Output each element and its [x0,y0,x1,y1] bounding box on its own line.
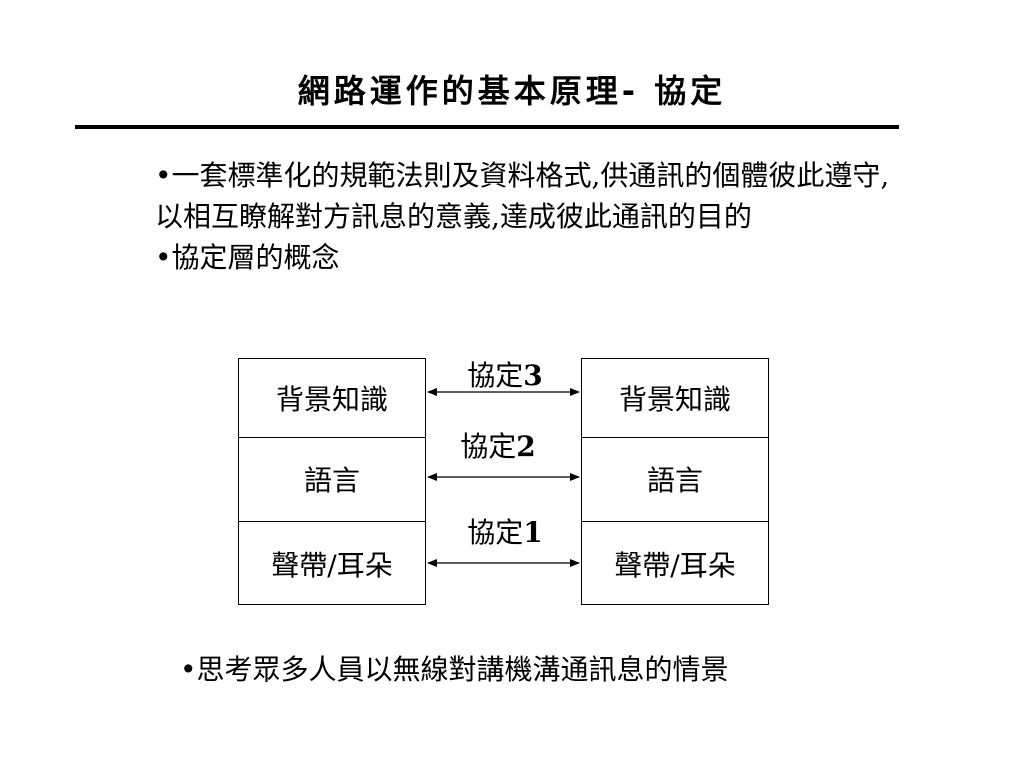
left-party-stack: 背景知識 語言 聲帶/耳朵 [238,358,426,605]
layer-cell: 語言 [582,437,768,522]
protocol-label-prefix: 協定 [460,430,517,463]
layer-cell: 背景知識 [582,359,768,438]
bullet-item: •一套標準化的規範法則及資料格式,供通訊的個體彼此遵守,以相互瞭解對方訊息的意義… [155,159,890,233]
bullet-list: •一套標準化的規範法則及資料格式,供通訊的個體彼此遵守,以相互瞭解對方訊息的意義… [155,155,905,278]
slide-title: 網路運作的基本原理- 協定 [297,72,727,110]
protocol-label-number: 3 [523,359,543,392]
bottom-note: •思考眾多人員以無線對講機溝通訊息的情景 [180,653,729,686]
protocol-label-prefix: 協定 [467,359,524,392]
bullet-item: •協定層的概念 [155,241,340,274]
protocol-label: 協定1 [440,511,570,551]
protocol-label: 協定2 [433,425,563,465]
protocol-label-number: 1 [523,516,543,549]
layer-cell: 聲帶/耳朵 [271,548,393,582]
title-divider [75,125,899,129]
layer-cell: 背景知識 [239,359,425,438]
layer-cell: 語言 [239,437,425,522]
protocol-label-prefix: 協定 [467,516,524,549]
protocol-label: 協定3 [440,354,570,394]
protocol-label-number: 2 [516,430,536,463]
layer-cell: 聲帶/耳朵 [614,548,736,582]
right-party-stack: 背景知識 語言 聲帶/耳朵 [581,358,769,605]
